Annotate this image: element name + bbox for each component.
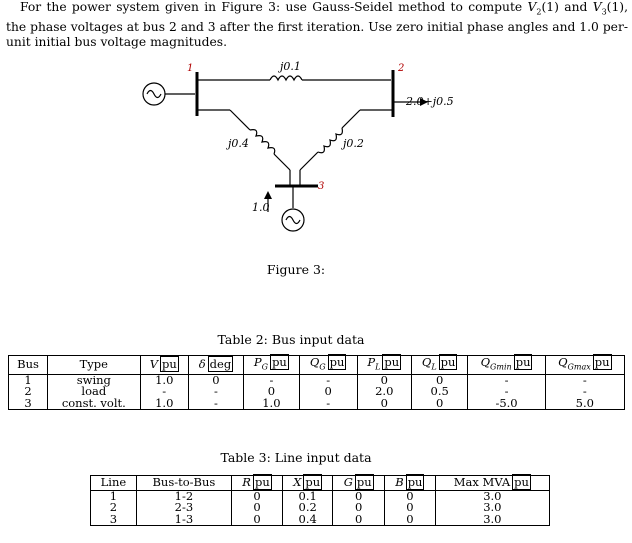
table-cell: 0.2 — [282, 501, 334, 514]
generator-1-wave — [146, 89, 162, 99]
table-cell: 2-3 — [135, 501, 233, 514]
table-cell: 0 — [384, 513, 436, 526]
t3-head-line: Line — [90, 475, 137, 491]
table-cell: 1.0 — [139, 397, 189, 411]
table-cell: 1-3 — [135, 513, 233, 526]
table-cell: 0.4 — [282, 513, 334, 526]
table3-caption: Table 3: Line input data — [220, 450, 372, 465]
table-row: 2 load - - 0 0 2.0 0.5 - - — [7, 386, 626, 398]
table-cell: 3 — [90, 513, 137, 526]
table-cell: 3.0 — [434, 490, 551, 502]
table-cell: 0 — [410, 397, 469, 411]
table-cell: 5.0 — [544, 397, 626, 411]
line-12-label: j0.1 — [280, 60, 301, 73]
table-cell: 0.1 — [282, 490, 334, 502]
table-cell: 0 — [231, 513, 284, 526]
table-row: 3 const. volt. 1.0 - 1.0 - 0 0 -5.0 5.0 — [7, 397, 626, 411]
table-row: 2 2-3 0 0.2 0 0 3.0 — [90, 501, 551, 514]
table-cell: - — [187, 397, 245, 411]
t2-head-bus: Bus — [7, 355, 49, 375]
table-cell: 0 — [410, 374, 469, 387]
power-system-diagram — [142, 70, 428, 232]
line-23-label: j0.2 — [343, 137, 364, 150]
table-row: 1 swing 1.0 0 - - 0 0 - - — [7, 374, 626, 387]
load-arrow-icon — [420, 98, 428, 106]
table-cell: - — [544, 386, 626, 398]
table-cell: - — [544, 374, 626, 387]
table-cell: 0 — [356, 397, 412, 411]
table-cell: -5.0 — [467, 397, 546, 411]
bus-3-label: 3 — [318, 181, 325, 192]
v3-symbol: V — [592, 0, 602, 14]
table2-caption: Table 2: Bus input data — [217, 332, 365, 347]
table-cell: - — [298, 397, 358, 411]
v2-subscript: 2 — [536, 7, 542, 17]
table-cell: 3 — [7, 397, 49, 411]
generator-3-icon — [281, 208, 305, 232]
line-13-label: j0.4 — [228, 137, 249, 150]
table-cell: 1.0 — [139, 374, 189, 387]
problem-text-rest: the phase voltages at bus 2 and 3 after … — [6, 20, 628, 49]
table-cell: 3.0 — [434, 501, 551, 514]
table-cell: 1.0 — [243, 397, 300, 411]
v3-subscript: 3 — [601, 7, 607, 17]
bus-2-label: 2 — [398, 63, 405, 74]
t3-head-bus-to-bus: Bus-to-Bus — [135, 475, 233, 491]
table-cell: - — [187, 386, 245, 398]
table-cell: 2 — [7, 386, 49, 398]
generation-arrow-icon — [264, 191, 272, 199]
v2-symbol: V — [527, 0, 537, 14]
figure-caption: Figure 3: — [266, 262, 326, 277]
table-cell: 0 — [332, 513, 386, 526]
problem-text-a: For the power system given in Figure 3: … — [20, 0, 528, 14]
problem-statement: For the power system given in Figure 3: … — [6, 0, 628, 49]
table-cell: 3.0 — [434, 513, 551, 526]
load-label: 2.0+j0.5 — [406, 95, 454, 108]
table-cell: 1 — [7, 374, 49, 387]
v3-argument: (1), — [606, 0, 628, 14]
inductor-23-icon — [317, 127, 343, 154]
table-cell: 1-2 — [135, 490, 233, 502]
t2-head-type: Type — [47, 355, 141, 375]
table-row: 1 1-2 0 0.1 0 0 3.0 — [90, 490, 551, 502]
v2-argument: (1) and — [541, 0, 593, 14]
generator-3-wave — [285, 215, 301, 225]
inductor-12-icon — [269, 75, 303, 82]
table-cell: 0.5 — [410, 386, 469, 398]
table-cell: const. volt. — [47, 397, 141, 411]
table-cell: 0 — [187, 374, 245, 387]
bus-1-label: 1 — [187, 63, 194, 74]
gen-3-label: 1.0 — [252, 201, 270, 214]
inductor-13-icon — [249, 129, 276, 155]
table-cell: - — [139, 386, 189, 398]
table-row: 3 1-3 0 0.4 0 0 3.0 — [90, 513, 551, 526]
